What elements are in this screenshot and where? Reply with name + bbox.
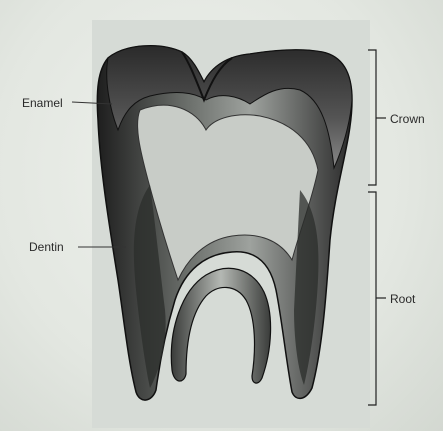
root-label: Root bbox=[390, 292, 415, 306]
crown-bracket bbox=[368, 50, 376, 185]
enamel-label: Enamel bbox=[22, 96, 63, 110]
crown-label: Crown bbox=[390, 112, 425, 126]
root-arch bbox=[171, 268, 270, 383]
dentin-label: Dentin bbox=[29, 240, 64, 254]
root-bracket bbox=[368, 192, 376, 405]
